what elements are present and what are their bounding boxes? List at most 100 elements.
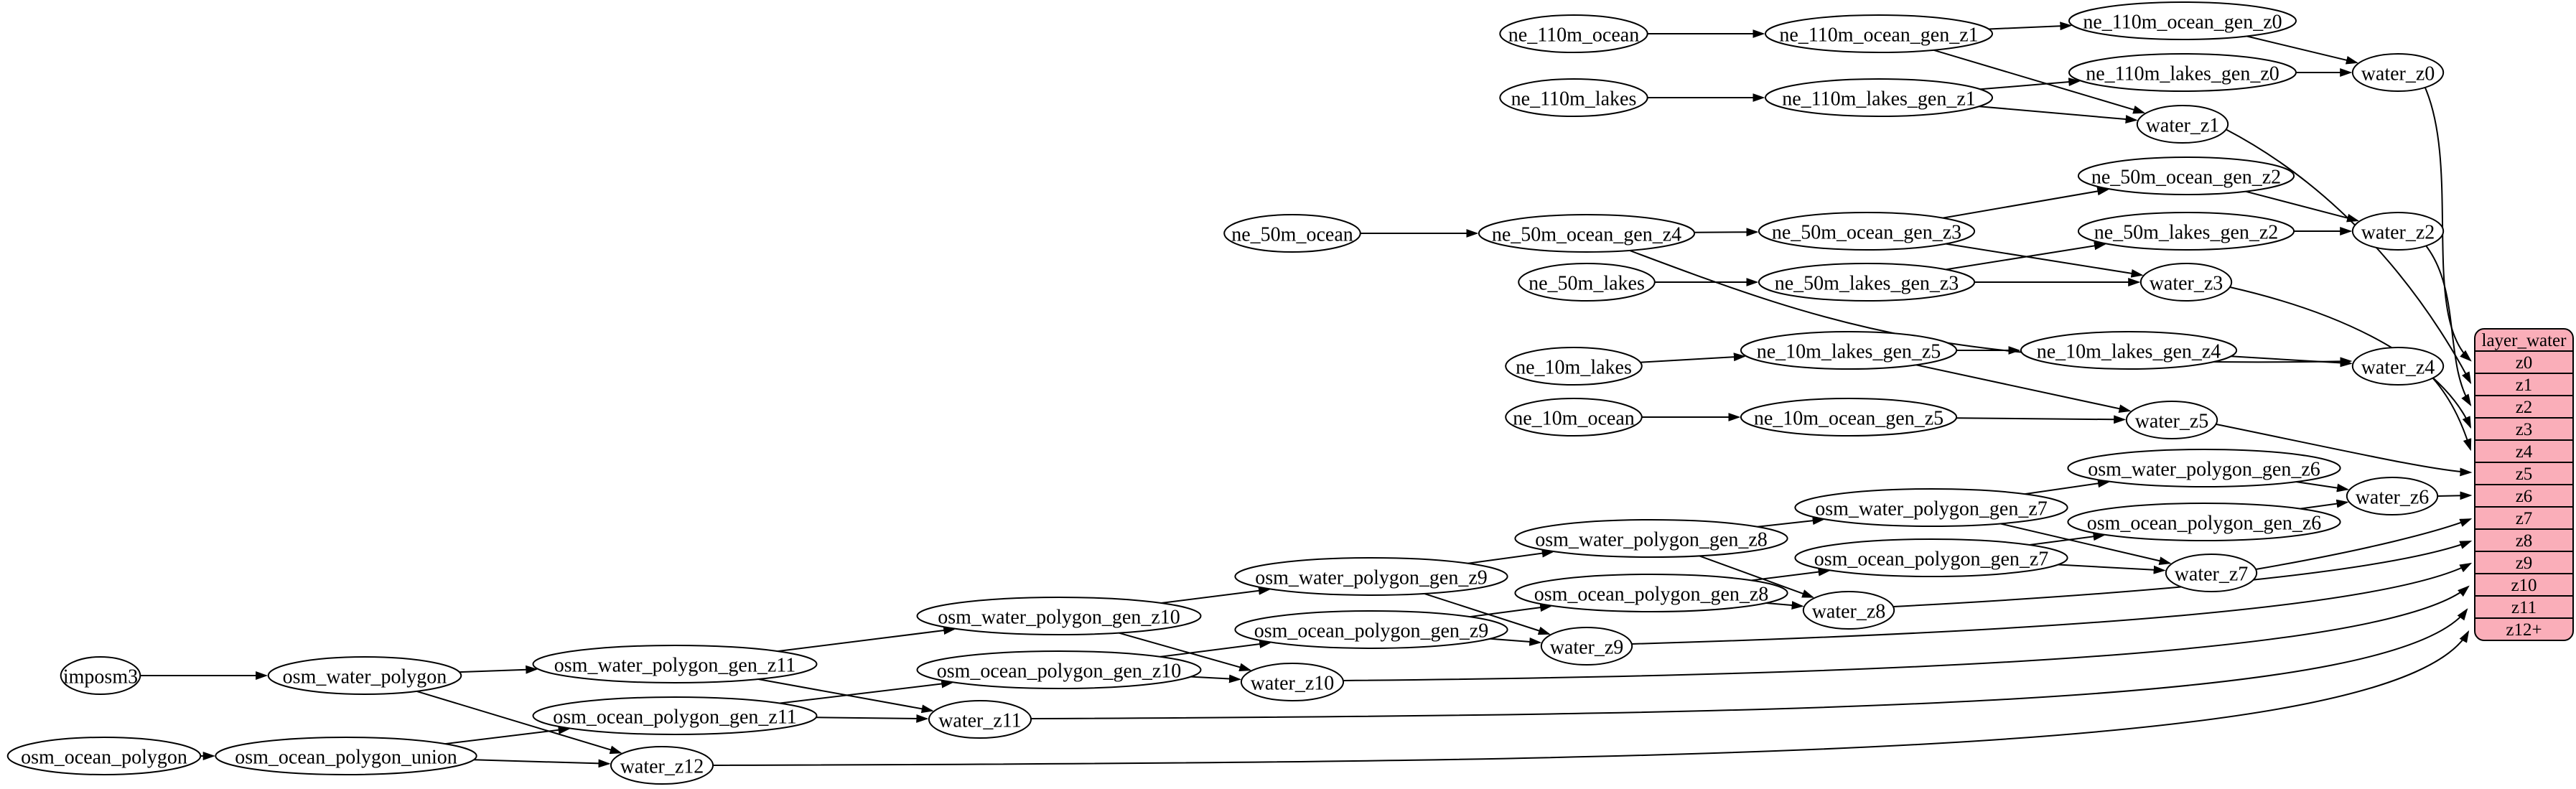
edge-osm_ocean_polygon_gen_z9--water_z9 (1490, 637, 1542, 646)
edge-osm_ocean_polygon_gen_z11--osm_ocean_polygon_gen_z10 (780, 679, 954, 704)
node-ne_50m_ocean_gen_z4: ne_50m_ocean_gen_z4 (1478, 214, 1696, 253)
node-osm_water_polygon_gen_z6: osm_water_polygon_gen_z6 (2067, 449, 2341, 487)
node-water_z6: water_z6 (2346, 477, 2439, 515)
edge-ne_10m_lakes_gen_z4--water_z4 (2231, 355, 2353, 368)
node-ellipse-osm_ocean_polygon_union (215, 737, 477, 775)
node-ellipse-osm_ocean_polygon_gen_z6 (2067, 503, 2341, 541)
edge-ne_110m_ocean_gen_z0--water_z0 (2246, 35, 2358, 65)
node-water_z1: water_z1 (2136, 105, 2229, 144)
edge-osm_water_polygon_gen_z10--osm_water_polygon_gen_z9 (1161, 586, 1271, 604)
edge-ne_10m_lakes_gen_z5--water_z5 (1915, 364, 2132, 414)
node-ellipse-osm_water_polygon_gen_z9 (1234, 557, 1508, 596)
edge-water_z7--layer_water-z7 (2255, 518, 2473, 570)
table-row-z3: z3 (2516, 420, 2533, 439)
edge-osm_ocean_polygon_gen_z7--water_z7 (2058, 564, 2166, 574)
node-label-ne_110m_lakes_gen_z1: ne_110m_lakes_gen_z1 (1782, 88, 1976, 111)
edge-osm_water_polygon_gen_z8--water_z8 (1699, 555, 1815, 598)
node-label-water_z1: water_z1 (2146, 115, 2220, 137)
node-ellipse-ne_10m_lakes_gen_z5 (1740, 331, 1958, 370)
table-row-z12+: z12+ (2506, 620, 2542, 640)
node-osm_water_polygon_gen_z7: osm_water_polygon_gen_z7 (1794, 488, 2068, 527)
node-ellipse-ne_10m_lakes_gen_z4 (2020, 331, 2238, 370)
node-water_z0: water_z0 (2351, 53, 2445, 92)
node-label-water_z3: water_z3 (2150, 273, 2223, 295)
node-ne_10m_ocean: ne_10m_ocean (1505, 398, 1643, 436)
node-ellipse-osm_ocean_polygon_gen_z7 (1794, 538, 2068, 577)
node-ellipse-water_z4 (2351, 347, 2445, 386)
node-ellipse-osm_ocean_polygon_gen_z8 (1514, 574, 1788, 612)
node-ellipse-osm_water_polygon_gen_z10 (916, 597, 1202, 635)
node-label-osm_ocean_polygon_gen_z10: osm_ocean_polygon_gen_z10 (937, 660, 1182, 683)
node-ellipse-ne_110m_ocean (1499, 14, 1648, 53)
edge-osm_water_polygon_gen_z7--osm_water_polygon_gen_z6 (2025, 479, 2110, 495)
node-label-ne_10m_lakes: ne_10m_lakes (1516, 357, 1632, 379)
node-ne_50m_ocean_gen_z2: ne_50m_ocean_gen_z2 (2077, 157, 2295, 195)
node-label-ne_50m_lakes_gen_z3: ne_50m_lakes_gen_z3 (1775, 273, 1959, 295)
node-label-ne_50m_ocean_gen_z2: ne_50m_ocean_gen_z2 (2091, 167, 2281, 189)
node-ne_50m_lakes: ne_50m_lakes (1518, 263, 1656, 302)
node-label-osm_ocean_polygon: osm_ocean_polygon (21, 747, 187, 769)
node-ellipse-ne_10m_ocean_gen_z5 (1740, 398, 1958, 436)
node-ellipse-osm_water_polygon_gen_z11 (532, 645, 818, 683)
edge-ne_110m_ocean_gen_z1--water_z1 (1933, 49, 2146, 114)
node-ellipse-osm_water_polygon_gen_z7 (1794, 488, 2068, 527)
node-label-water_z9: water_z9 (1550, 637, 1624, 659)
node-ellipse-ne_50m_lakes_gen_z3 (1758, 263, 1976, 302)
node-ellipse-water_z1 (2136, 105, 2229, 144)
node-ne_10m_lakes: ne_10m_lakes (1505, 347, 1643, 386)
table-row-z0: z0 (2516, 353, 2533, 373)
edge-osm_water_polygon_gen_z8--osm_water_polygon_gen_z7 (1757, 516, 1825, 528)
node-ne_10m_lakes_gen_z4: ne_10m_lakes_gen_z4 (2020, 331, 2238, 370)
edge-water_z11--layer_water-z11 (1030, 608, 2468, 719)
node-label-water_z11: water_z11 (938, 710, 1022, 732)
node-label-water_z12: water_z12 (620, 756, 704, 778)
node-osm_ocean_polygon: osm_ocean_polygon (6, 737, 202, 775)
node-ellipse-water_z9 (1540, 627, 1633, 666)
table-row-z10: z10 (2511, 576, 2537, 595)
table-row-z4: z4 (2516, 442, 2533, 462)
node-ellipse-ne_110m_lakes_gen_z1 (1765, 78, 1993, 117)
node-ne_10m_lakes_gen_z5: ne_10m_lakes_gen_z5 (1740, 331, 1958, 370)
node-ellipse-water_z7 (2165, 554, 2258, 592)
edge-ne_50m_lakes_gen_z3--ne_50m_lakes_gen_z2 (1946, 241, 2106, 271)
node-label-water_z7: water_z7 (2175, 564, 2249, 586)
node-osm_ocean_polygon_gen_z8: osm_ocean_polygon_gen_z8 (1514, 574, 1788, 612)
node-label-ne_110m_lakes_gen_z0: ne_110m_lakes_gen_z0 (2086, 63, 2279, 85)
edge-water_z2--layer_water-z2 (2425, 244, 2472, 407)
node-label-osm_water_polygon_gen_z6: osm_water_polygon_gen_z6 (2088, 459, 2320, 481)
edge-ne_10m_ocean_gen_z5--water_z5 (1956, 415, 2127, 424)
node-water_z10: water_z10 (1240, 663, 1345, 701)
node-osm_ocean_polygon_gen_z7: osm_ocean_polygon_gen_z7 (1794, 538, 2068, 577)
node-ellipse-ne_10m_ocean (1505, 398, 1643, 436)
node-ellipse-ne_110m_ocean_gen_z1 (1765, 14, 1993, 53)
node-ellipse-osm_water_polygon_gen_z8 (1514, 519, 1788, 558)
edge-osm_water_polygon_gen_z7--water_z7 (1999, 523, 2172, 565)
node-ellipse-water_z0 (2351, 53, 2445, 92)
table-row-z8: z8 (2516, 531, 2533, 551)
table-row-z5: z5 (2516, 464, 2533, 484)
edge-water_z12--layer_water-z12+ (712, 630, 2470, 766)
edge-water_z9--layer_water-z9 (1630, 562, 2473, 645)
node-ellipse-osm_water_polygon (267, 656, 462, 695)
node-label-osm_water_polygon_gen_z10: osm_water_polygon_gen_z10 (938, 607, 1180, 629)
node-ellipse-osm_ocean_polygon_gen_z11 (532, 696, 818, 735)
node-label-imposm3: imposm3 (63, 666, 138, 688)
node-label-osm_water_polygon_gen_z11: osm_water_polygon_gen_z11 (554, 655, 795, 677)
node-ellipse-water_z6 (2346, 477, 2439, 515)
node-ellipse-osm_ocean_polygon_gen_z9 (1234, 610, 1508, 649)
node-osm_water_polygon_gen_z10: osm_water_polygon_gen_z10 (916, 597, 1202, 635)
node-water_z3: water_z3 (2139, 263, 2233, 302)
node-osm_ocean_polygon_gen_z11: osm_ocean_polygon_gen_z11 (532, 696, 818, 735)
node-water_z5: water_z5 (2125, 401, 2218, 439)
edge-osm_water_polygon_gen_z11--osm_water_polygon_gen_z10 (777, 626, 956, 653)
edge-osm_ocean_polygon_gen_z7--osm_ocean_polygon_gen_z6 (2029, 532, 2106, 546)
node-label-ne_110m_ocean_gen_z1: ne_110m_ocean_gen_z1 (1779, 24, 1978, 47)
node-osm_ocean_polygon_gen_z6: osm_ocean_polygon_gen_z6 (2067, 503, 2341, 541)
table-row-z7: z7 (2516, 509, 2533, 528)
node-osm_water_polygon_gen_z11: osm_water_polygon_gen_z11 (532, 645, 818, 683)
edge-water_z5--layer_water-z5 (2216, 424, 2473, 477)
node-ne_110m_ocean_gen_z0: ne_110m_ocean_gen_z0 (2068, 1, 2297, 40)
